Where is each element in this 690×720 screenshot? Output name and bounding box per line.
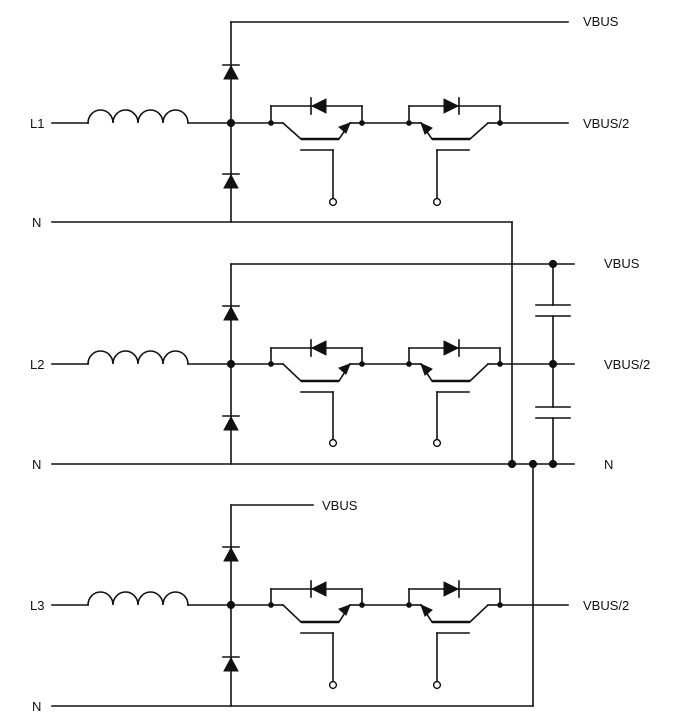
label-n-1: N (32, 215, 41, 230)
diode-3-lower (222, 656, 240, 672)
label-l2: L2 (30, 357, 44, 372)
capacitor-bank (535, 259, 571, 465)
diode-1-lower (222, 173, 240, 189)
label-vbus-top: VBUS (583, 14, 619, 29)
label-l3: L3 (30, 598, 44, 613)
diode-3-upper (222, 546, 240, 562)
label-vbus-half-2: VBUS/2 (604, 357, 650, 372)
neutral-junction-3 (548, 459, 558, 469)
diode-2-upper (222, 305, 240, 321)
switch-1-right (406, 97, 503, 207)
label-vbus-bottom: VBUS (322, 498, 358, 513)
label-vbus-half-3: VBUS/2 (583, 598, 629, 613)
inductor-1 (87, 109, 189, 124)
label-l1: L1 (30, 116, 44, 131)
switch-1-left (268, 97, 365, 207)
stage-1 (51, 21, 569, 465)
label-n-2: N (32, 457, 41, 472)
inductor-3 (87, 591, 189, 606)
switch-2-left (268, 339, 365, 448)
label-n-3: N (32, 699, 41, 714)
diode-1-upper (222, 64, 240, 80)
stage-3 (51, 504, 569, 707)
diode-2-lower (222, 415, 240, 431)
label-vbus-mid: VBUS (604, 256, 640, 271)
inductor-2 (87, 350, 189, 365)
switch-2-right (406, 339, 503, 448)
stage-2 (51, 259, 575, 707)
label-vbus-half-1: VBUS/2 (583, 116, 629, 131)
neutral-junction-1 (507, 459, 517, 469)
label-n-right: N (604, 457, 613, 472)
switch-3-left (268, 580, 365, 690)
switch-3-right (406, 580, 503, 690)
